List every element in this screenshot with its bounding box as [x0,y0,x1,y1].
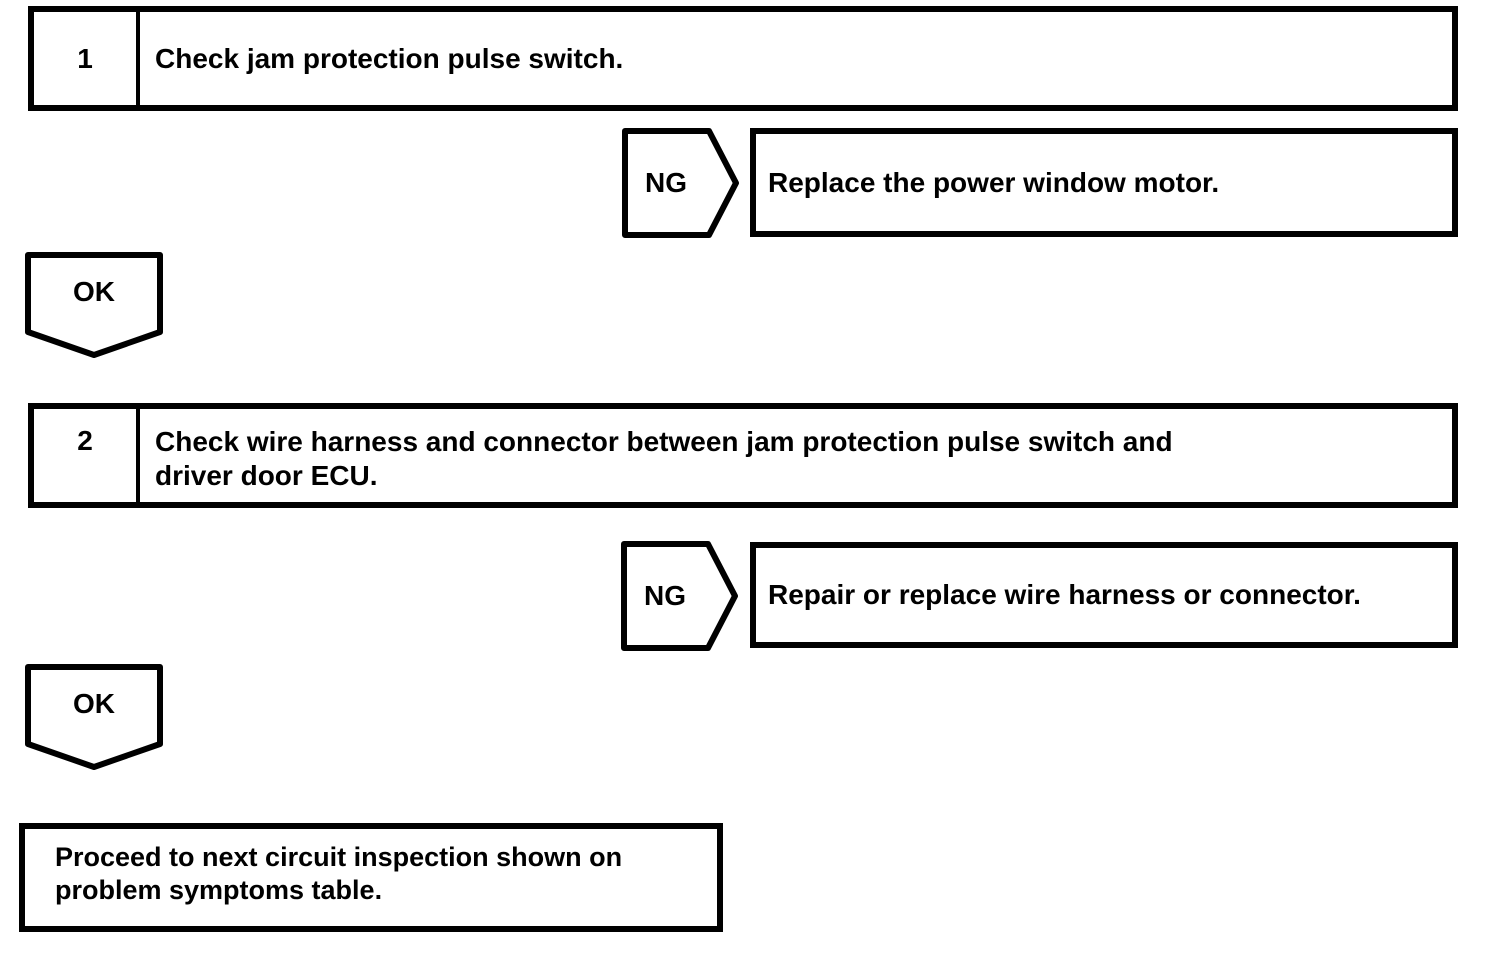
ok-label: OK [73,276,115,307]
terminal-text-line: problem symptoms table. [55,875,383,905]
instruction-line: driver door ECU. [155,460,378,491]
ng-arrow-1: NG [622,128,742,238]
step-1-box: 1 Check jam protection pulse switch. [28,6,1458,111]
step-2-box: 2 Check wire harness and connector betwe… [28,403,1458,508]
step-number-label: 2 [77,425,93,456]
step-2-number: 2 [34,409,140,502]
step-1-number: 1 [34,12,140,105]
ng-action-text: Replace the power window motor. [768,166,1220,198]
ng-pentagon-icon [622,128,739,238]
step-number-label: 1 [77,42,93,74]
instruction-line: Check jam protection pulse switch. [155,42,624,74]
ng-pentagon-icon [621,541,738,651]
ng-arrow-2: NG [621,541,741,651]
ok-pentagon-icon [25,664,163,770]
ng-label: NG [645,167,687,198]
ng-action-text: Repair or replace wire harness or connec… [768,579,1361,610]
step-2-instruction: Check wire harness and connector between… [140,409,1452,502]
ok-pentagon-icon [25,252,163,358]
ng-action-box-2: Repair or replace wire harness or connec… [750,542,1458,648]
ok-label: OK [73,688,115,719]
instruction-line: Check wire harness and connector between… [155,426,1173,457]
ok-arrow-2: OK [25,664,163,770]
terminal-box: Proceed to next circuit inspection shown… [19,823,723,932]
ng-action-box-1: Replace the power window motor. [750,128,1458,237]
ng-label: NG [644,580,686,611]
ok-arrow-1: OK [25,252,163,358]
terminal-text-line: Proceed to next circuit inspection shown… [55,842,623,872]
step-1-instruction: Check jam protection pulse switch. [140,12,1452,105]
